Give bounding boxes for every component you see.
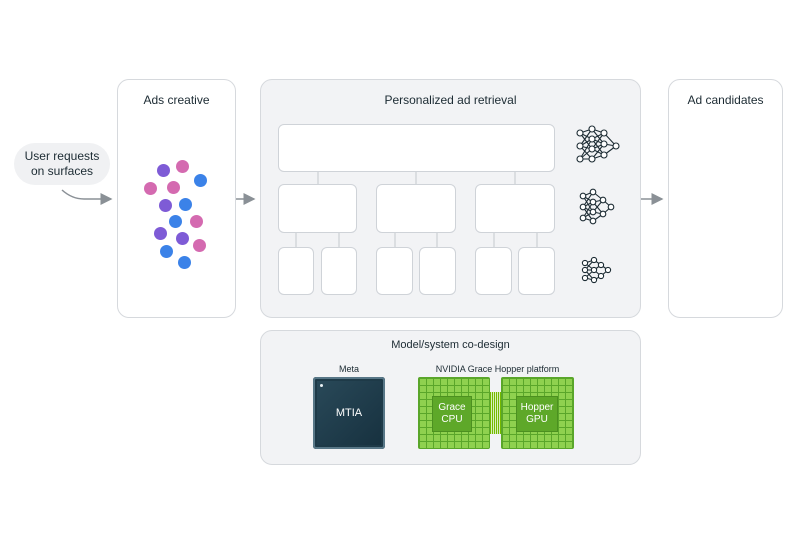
- mtia-chip: MTIA: [313, 377, 385, 449]
- creative-dot: [178, 256, 191, 269]
- creative-dot: [176, 232, 189, 245]
- creative-dot: [160, 245, 173, 258]
- user-requests-line1: User requests: [24, 149, 100, 163]
- retrieval-stage-leaf: [419, 247, 456, 295]
- ad-candidates-panel: Ad candidates: [668, 79, 783, 318]
- creative-dot: [167, 181, 180, 194]
- retrieval-stage-mid: [278, 184, 357, 233]
- retrieval-stage-leaf: [475, 247, 512, 295]
- hopper-gpu-core: Hopper GPU: [516, 396, 558, 432]
- hopper-label: Hopper: [520, 402, 554, 413]
- retrieval-stage-leaf: [518, 247, 555, 295]
- nvlink-interconnect: [490, 392, 501, 434]
- grace-label: Grace: [438, 402, 466, 413]
- retrieval-stage-leaf: [376, 247, 413, 295]
- ad-candidates-title: Ad candidates: [687, 93, 764, 107]
- meta-label: Meta: [338, 364, 359, 374]
- chip-pin1-marker: [320, 384, 323, 387]
- creative-dot: [193, 239, 206, 252]
- retrieval-title: Personalized ad retrieval: [384, 93, 517, 107]
- neural-network-small-icon: [581, 256, 612, 284]
- user-requests-line2: on surfaces: [30, 164, 94, 178]
- creative-dot: [159, 199, 172, 212]
- nvidia-platform-label: NVIDIA Grace Hopper platform: [435, 364, 560, 374]
- grace-cpu-core: Grace CPU: [432, 396, 472, 432]
- creative-dot: [176, 160, 189, 173]
- mtia-label: MTIA: [335, 407, 363, 419]
- retrieval-stage-mid: [376, 184, 456, 233]
- creative-dot: [144, 182, 157, 195]
- creative-dot: [157, 164, 170, 177]
- creative-dot: [179, 198, 192, 211]
- creative-dot: [190, 215, 203, 228]
- user-requests-bubble: User requests on surfaces: [14, 143, 110, 185]
- codesign-title: Model/system co-design: [391, 339, 510, 351]
- neural-network-large-icon: [576, 125, 620, 163]
- cpu-label: CPU: [441, 414, 463, 425]
- creative-dot: [194, 174, 207, 187]
- creative-dot: [154, 227, 167, 240]
- request-arrow: [61, 189, 113, 205]
- creative-dot: [169, 215, 182, 228]
- ads-creative-panel: Ads creative: [117, 79, 236, 318]
- gpu-label: GPU: [526, 414, 548, 425]
- retrieval-stage-leaf: [321, 247, 357, 295]
- retrieval-stage-mid: [475, 184, 555, 233]
- retrieval-stage-top: [278, 124, 555, 172]
- retrieval-stage-leaf: [278, 247, 314, 295]
- ads-creative-title: Ads creative: [143, 93, 210, 107]
- neural-network-medium-icon: [579, 188, 615, 225]
